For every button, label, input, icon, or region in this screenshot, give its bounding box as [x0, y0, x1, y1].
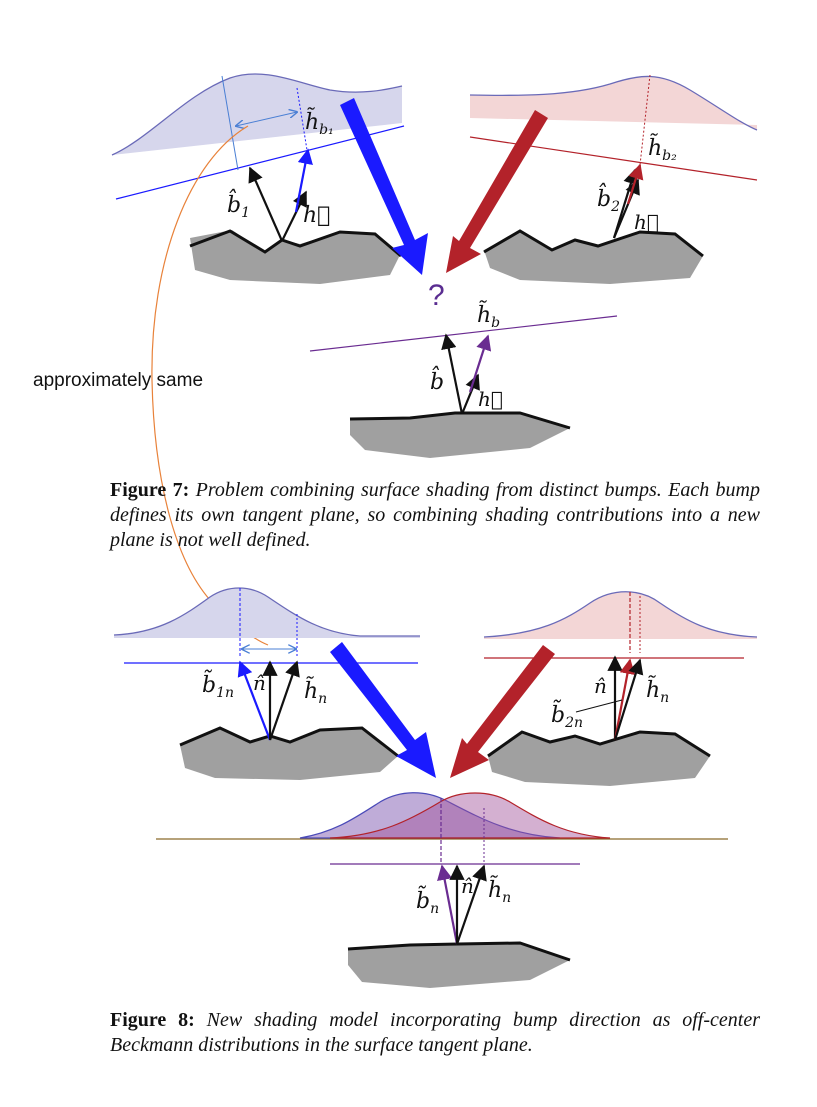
fig8-right-b2n-arrow	[613, 658, 636, 741]
fig7-left-bump-outline	[189, 229, 402, 258]
fig8-bottom-panel: b̃n n̂ h̃n	[156, 792, 728, 988]
fig7-right-dashed-guide	[639, 74, 651, 166]
fig8-left-bump-surface	[180, 728, 398, 780]
fig8-label-n-right: n̂	[594, 674, 607, 698]
fig8-blue-big-arrow	[330, 642, 436, 778]
figure-8-caption-label: Figure 8:	[110, 1009, 195, 1031]
fig8-right-hn-arrow	[613, 658, 644, 741]
fig8-bottom-hn-arrow	[455, 864, 487, 945]
fig8-right-distribution-curve	[483, 591, 758, 638]
fig8-label-n-bottom: n̂	[461, 874, 474, 898]
fig7-label-hb1: h̃b₁	[305, 108, 334, 138]
fig7-left-bump-surface	[190, 230, 400, 284]
fig8-label-hn-left: h̃n	[304, 677, 327, 707]
fig8-left-distribution	[114, 588, 420, 638]
fig8-label-hn-right: h̃n	[646, 676, 669, 706]
fig7-left-h-arrow	[281, 190, 307, 242]
fig7-bottom-panel: b̂ h⃗ h̃b	[309, 301, 618, 458]
figure-7-caption: Figure 7: Problem combining surface shad…	[110, 478, 760, 553]
fig7-blue-big-arrow	[340, 98, 428, 275]
fig7-label-b: b̂	[430, 366, 444, 395]
fig7-label-h-bottom: h⃗	[478, 387, 503, 411]
fig7-right-panel: b̂2 h⃗ h̃b₂	[469, 74, 758, 284]
fig7-right-hb2-arrow	[626, 163, 644, 205]
fig8-label-hn-bottom: h̃n	[488, 876, 511, 906]
fig7-label-b2: b̂2	[597, 183, 620, 215]
fig7-right-distribution-curve	[469, 75, 758, 131]
fig7-bottom-tangent-plane	[309, 315, 618, 352]
fig7-label-h-left: h⃗	[303, 203, 330, 228]
fig8-bottom-bn-arrow	[437, 864, 459, 945]
fig7-bottom-b-arrow	[441, 333, 464, 415]
fig8-left-distribution-curve	[113, 587, 420, 637]
fig7-left-b1-arrow	[248, 166, 284, 242]
figure-7-caption-text: Problem combining surface shading from d…	[110, 479, 760, 551]
fig8-label-b2n: b̃2n	[551, 698, 583, 731]
fig7-label-h-right: h⃗	[634, 210, 659, 234]
fig7-bottom-h-arrow	[460, 373, 480, 415]
fig8-right-b2n-leader	[575, 699, 623, 713]
approximately-same-annotation: approximately same	[33, 370, 203, 391]
fig7-left-hb1-arrow	[294, 148, 313, 213]
fig7-left-width-arrow	[236, 112, 297, 126]
fig8-red-big-arrow	[450, 645, 555, 778]
fig7-label-hb2: h̃b₂	[648, 134, 677, 164]
fig7-left-thin-guide	[221, 75, 239, 171]
figure-8-caption: Figure 8: New shading model incorporatin…	[110, 1008, 760, 1058]
fig7-right-bump-outline	[483, 229, 704, 258]
fig7-red-big-arrow	[446, 110, 548, 273]
fig7-bottom-surface-outline	[349, 411, 571, 430]
fig7-label-hb: h̃b	[477, 301, 500, 331]
fig7-bottom-hb-arrow	[468, 334, 492, 393]
fig8-left-panel: b̃1n n̂ h̃n	[113, 587, 420, 780]
fig8-bottom-blue-distribution	[299, 792, 561, 839]
fig8-label-n-left: n̂	[253, 671, 266, 695]
fig8-bottom-red-distribution	[329, 792, 611, 839]
figure-8-caption-text: New shading model incorporating bump dir…	[110, 1009, 760, 1056]
fig8-right-distribution	[484, 591, 757, 639]
fig7-right-distribution	[470, 76, 757, 130]
fig8-right-panel: n̂ h̃n b̃2n	[483, 591, 758, 786]
fig7-left-distribution-curve	[111, 73, 403, 156]
fig7-left-dashed-guide	[296, 87, 308, 151]
fig8-right-bump-surface	[488, 732, 710, 786]
fig7-left-panel: b̂1 h⃗ h̃b₁	[111, 73, 405, 284]
fig7-bottom-surface	[350, 412, 570, 458]
fig8-label-bn: b̃n	[416, 884, 439, 917]
fig8-label-b1n: b̃1n	[202, 668, 234, 701]
fig7-right-h-arrow	[612, 178, 640, 239]
fig8-left-hn-arrow	[268, 660, 300, 741]
fig7-label-b1: b̂1	[227, 189, 250, 221]
fig7-question-mark: ?	[428, 279, 445, 312]
figure-7-caption-label: Figure 7:	[110, 479, 190, 501]
fig8-left-bump-outline	[179, 726, 399, 758]
fig8-right-bump-outline	[487, 730, 711, 758]
fig7-right-bump-surface	[484, 230, 703, 284]
fig8-left-b1n-arrow	[237, 660, 272, 741]
fig8-bottom-surface	[348, 943, 570, 988]
